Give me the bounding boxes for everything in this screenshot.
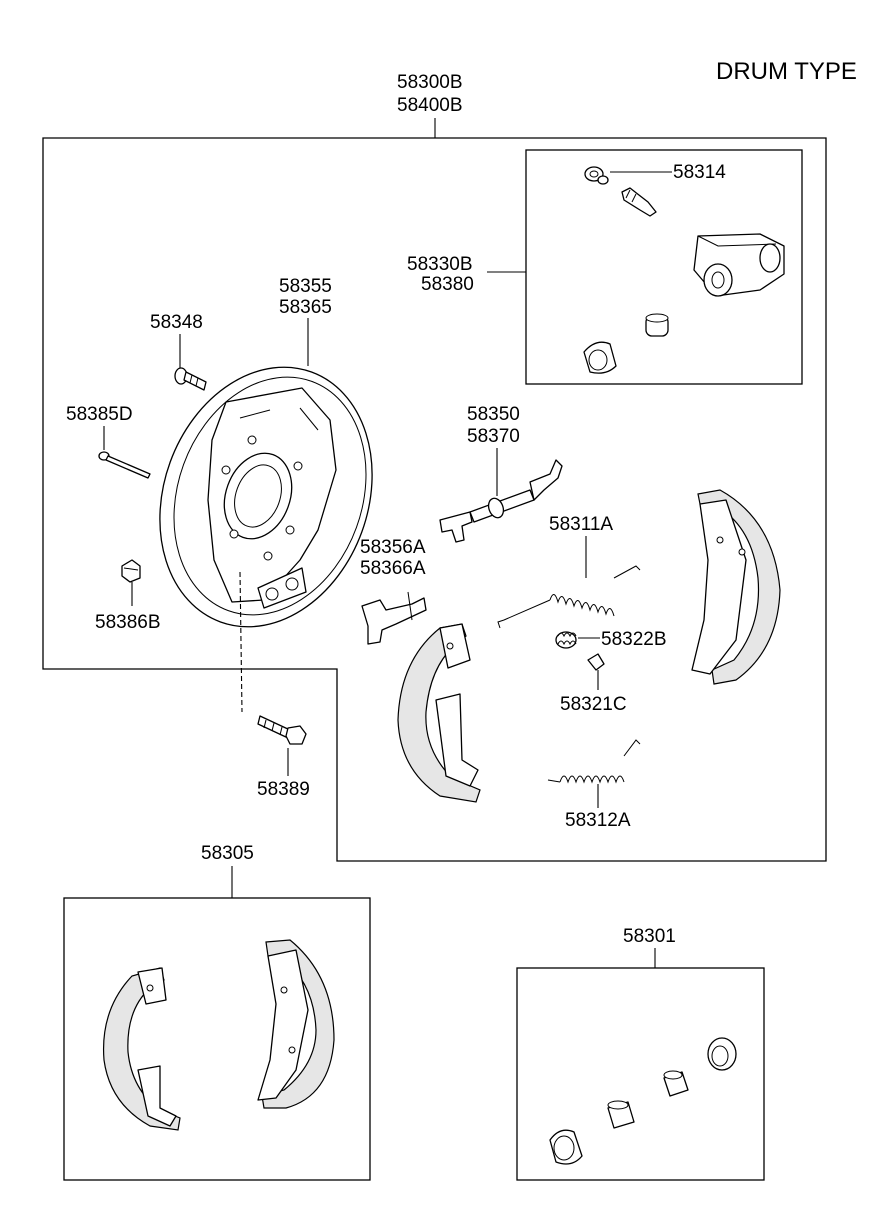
brake-shoe-trailing-part[interactable] bbox=[691, 489, 781, 685]
spring-58322b-part[interactable] bbox=[555, 631, 577, 649]
backing-plate-part[interactable] bbox=[125, 337, 408, 657]
label-58305[interactable]: 58305 bbox=[201, 843, 254, 864]
label-58301[interactable]: 58301 bbox=[623, 926, 676, 947]
label-58400b[interactable]: 58400B bbox=[397, 95, 463, 116]
label-58300b[interactable]: 58300B bbox=[397, 72, 463, 93]
label-58314[interactable]: 58314 bbox=[673, 162, 726, 183]
cup-58321c-part[interactable] bbox=[587, 653, 605, 671]
label-58385d[interactable]: 58385D bbox=[66, 404, 133, 425]
adjuster-part[interactable] bbox=[439, 459, 563, 543]
wheel-cylinder-part[interactable] bbox=[693, 233, 785, 297]
repair-kit-box bbox=[516, 967, 765, 1181]
shoe-kit-box bbox=[63, 897, 371, 1181]
pin-58385d-part[interactable] bbox=[98, 451, 151, 479]
clip-58386b-part[interactable] bbox=[121, 559, 141, 583]
wheel-cylinder-box bbox=[487, 149, 803, 385]
bolt-58389-part[interactable] bbox=[257, 715, 307, 745]
label-58330b[interactable]: 58330B bbox=[407, 254, 473, 275]
bleeder-cap-part[interactable] bbox=[584, 166, 609, 185]
main-assembly-frame bbox=[42, 118, 827, 862]
label-58386b[interactable]: 58386B bbox=[95, 612, 161, 633]
label-58356a[interactable]: 58356A bbox=[360, 537, 426, 558]
repair-kit-boot-part[interactable] bbox=[549, 1129, 583, 1165]
label-58348[interactable]: 58348 bbox=[150, 312, 203, 333]
cylinder-boot-part[interactable] bbox=[583, 341, 617, 374]
lever-part[interactable] bbox=[361, 591, 427, 645]
repair-kit-cup-upper-part[interactable] bbox=[663, 1070, 689, 1097]
shoe-kit-shoe-right-part[interactable] bbox=[257, 939, 335, 1109]
bolt-58348-part[interactable] bbox=[174, 367, 207, 391]
label-58321c[interactable]: 58321C bbox=[560, 694, 627, 715]
bleeder-screw-part[interactable] bbox=[621, 187, 657, 217]
label-58350[interactable]: 58350 bbox=[467, 404, 520, 425]
label-58355[interactable]: 58355 bbox=[279, 276, 332, 297]
cylinder-cup-part[interactable] bbox=[645, 313, 669, 337]
label-58312a[interactable]: 58312A bbox=[565, 810, 631, 831]
upper-spring-part[interactable] bbox=[497, 565, 641, 629]
label-58380[interactable]: 58380 bbox=[421, 274, 474, 295]
label-58311a[interactable]: 58311A bbox=[549, 514, 613, 535]
repair-kit-ring-part[interactable] bbox=[707, 1037, 737, 1071]
label-58366a[interactable]: 58366A bbox=[360, 558, 426, 579]
brake-shoe-leading-part[interactable] bbox=[397, 623, 481, 803]
lower-spring-part[interactable] bbox=[547, 739, 641, 784]
label-58389[interactable]: 58389 bbox=[257, 779, 310, 800]
shoe-kit-shoe-left-part[interactable] bbox=[102, 967, 181, 1131]
label-58370[interactable]: 58370 bbox=[467, 426, 520, 447]
diagram-title: DRUM TYPE bbox=[716, 58, 857, 85]
label-58322b[interactable]: 58322B bbox=[601, 629, 667, 650]
repair-kit-cup-lower-part[interactable] bbox=[607, 1100, 635, 1129]
label-58365[interactable]: 58365 bbox=[279, 297, 332, 318]
